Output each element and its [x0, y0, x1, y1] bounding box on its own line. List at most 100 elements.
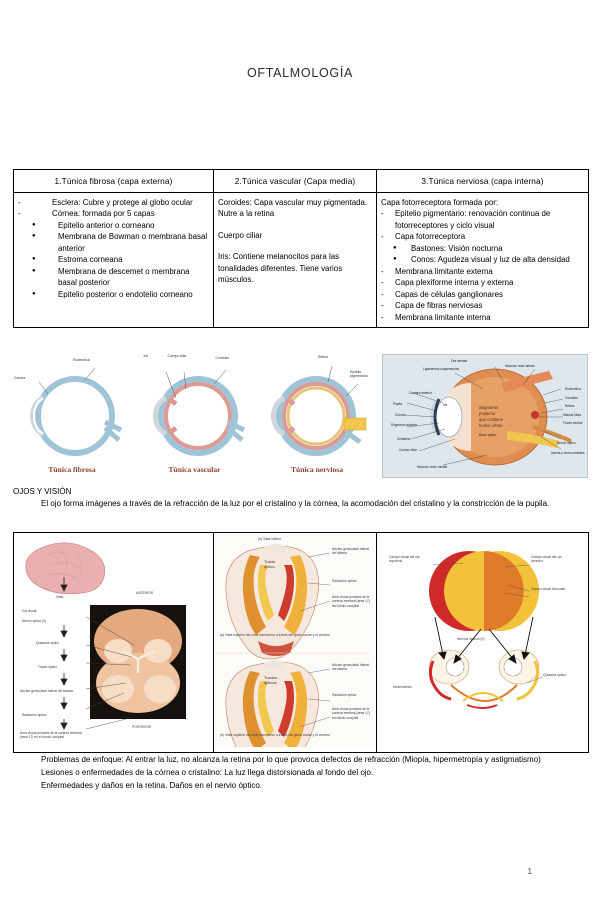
- section-heading-ojos-vision: OJOS Y VISIÓN: [13, 487, 72, 496]
- label-fovea-central: Fóvea central: [563, 421, 583, 425]
- label-radiacion-optica: Radiación óptica: [22, 713, 47, 717]
- list-item: ● Epitelio posterior o endotelio cornean…: [32, 289, 209, 300]
- spacer: [218, 220, 372, 230]
- caption-tunica-vascular: Túnica vascular: [168, 465, 221, 474]
- cell-tunica-fibrosa: - Esclera: Cubre y protege al globo ocul…: [13, 192, 214, 328]
- optic-tracts-illustration: Tracto óptico: [214, 533, 375, 752]
- dash-marker: -: [381, 266, 384, 276]
- label-musculo-recto-lateral: Músculo recto lateral: [505, 364, 535, 368]
- label-quiasma-optico: Quiasma óptico: [36, 641, 59, 645]
- figure-visual-fields: Campo visual del ojo izquierdo Campo vis…: [377, 533, 588, 752]
- list-item-text: Esclera: Cubre y protege al globo ocular: [52, 198, 193, 207]
- list-item-text: Córnea: formada por 5 capas: [52, 209, 155, 219]
- tunica-nerviosa-illustration: [271, 365, 367, 456]
- label-campo-visual-derecho: Campo visual del ojo derecho: [531, 555, 562, 564]
- bullet-icon: ●: [32, 221, 36, 228]
- label-cuerpo-ciliar: Cuerpo ciliar: [399, 448, 417, 452]
- note-line-2: Lesiones o enfermedades de la córnea o c…: [41, 767, 374, 777]
- caption-tunica-fibrosa: Túnica fibrosa: [48, 465, 96, 474]
- list-item-text: Membrana de descemet o membrana basal po…: [58, 266, 190, 288]
- bullet-icon: ●: [32, 256, 36, 263]
- label-tracto-optico: Tracto óptico: [38, 665, 57, 669]
- list-item-text: Epitelio pigmentario: renovación continu…: [395, 209, 551, 230]
- label-quiasma-optico: Quiasma óptico: [543, 673, 566, 677]
- figure-tunica-vascular: Iris Cuerpo ciliar Coroides Túnica vascu…: [136, 354, 254, 480]
- label-epitelio-pigmentario: Epitelio pigmentario: [350, 370, 368, 378]
- list-item-text: Capa fotorreceptora: [395, 232, 466, 242]
- list-item: - Membrana limitante externa: [381, 266, 584, 277]
- bullet-icon: ●: [32, 290, 36, 297]
- label-arteria-vena: Arteria y vena centrales: [551, 451, 585, 455]
- label-vista-inferior: (a) Vista inferior: [258, 537, 282, 541]
- tunica-vascular-illustration: [152, 369, 245, 456]
- bullet-icon: ●: [32, 267, 36, 274]
- label-cuerpo-ciliar: Cuerpo ciliar: [167, 354, 187, 358]
- dash-marker: -: [381, 209, 384, 219]
- label-nucleo-geniculado: Núcleo geniculado lateral del tálamo: [20, 689, 74, 693]
- section-paragraph-ojos-vision: El ojo forma imágenes a través de la ref…: [41, 499, 550, 509]
- label-nucleo-geniculado-a: Núcleo geniculado lateral del tálamo: [332, 547, 370, 556]
- label-retina: Retina: [565, 404, 575, 408]
- spacer: [218, 241, 372, 251]
- page-title: OFTALMOLOGÍA: [246, 66, 354, 80]
- cell-tunica-nerviosa: Capa fotorreceptora formada por: - Epite…: [376, 192, 589, 328]
- label-anterior: ANTERIOR: [136, 591, 154, 595]
- bullet-icon: ●: [393, 256, 397, 263]
- label-coroides: Coroides: [565, 396, 578, 400]
- brain-illustration: [25, 542, 186, 730]
- label-iris: Iris: [143, 354, 149, 358]
- list-item: ● Membrana de Bowman o membrana basal an…: [32, 231, 209, 254]
- caption-panel-b: (b) Vista superior del corte transverso …: [220, 733, 330, 737]
- figure-eye-anatomy: Segmento posterior que contiene humor ví…: [382, 354, 588, 478]
- list-item: - Capa plexiforme interna y externa: [381, 277, 584, 288]
- label-camara-anterior: Cámara anterior: [409, 391, 433, 395]
- tunic-diagram-group: Córnea Esclerótica Túnica fibrosa: [13, 354, 376, 480]
- table-body-row: - Esclera: Cubre y protege al globo ocul…: [13, 192, 589, 328]
- label-radiacion-optica-a: Radiación óptica: [332, 579, 357, 583]
- list-item: - Córnea: formada por 5 capas: [18, 208, 209, 219]
- visual-pathway-table: Vista Vía visual: Nervio óptico (II) Qui…: [13, 532, 589, 753]
- label-cornea: Córnea: [395, 413, 406, 417]
- svg-text:humor vítreo: humor vítreo: [479, 423, 503, 428]
- table-header-nerviosa: 3.Túnica nerviosa (capa interna): [376, 169, 589, 193]
- list-item: - Esclera: Cubre y protege al globo ocul…: [18, 197, 209, 208]
- tunica-fibrosa-illustration: [30, 367, 123, 456]
- figure-optic-tracts: Tracto óptico: [214, 533, 376, 752]
- paragraph-coroides: Coroides: Capa vascular muy pigmentada. …: [218, 198, 368, 219]
- document-page: OFTALMOLOGÍA 1.Túnica fibrosa (capa exte…: [0, 66, 600, 914]
- list-item-text: Membrana limitante externa: [395, 266, 493, 276]
- label-ora-serrata: Ora serrata: [451, 359, 468, 363]
- list-item-text: Membrana limitante interna: [395, 312, 491, 322]
- label-disco-optico: Disco óptico: [479, 433, 497, 437]
- label-via-visual: Vía visual:: [22, 609, 38, 613]
- list-item-text: Conos: Agudeza visual y luz de alta dens…: [411, 255, 570, 265]
- svg-text:óptico: óptico: [264, 564, 275, 569]
- cell-brain-pathway: Vista Vía visual: Nervio óptico (II) Qui…: [13, 532, 214, 753]
- paragraph-iris: Iris: Contiene melanocitos para las tona…: [218, 252, 343, 285]
- note-line-3: Enfermedades y daños en la retina. Daños…: [41, 780, 263, 790]
- label-musculo-recto-medial: Músculo recto medial: [417, 465, 448, 469]
- list-item: - Capas de células ganglionares: [381, 289, 584, 300]
- paragraph-cuerpo-ciliar: Cuerpo ciliar: [218, 230, 263, 240]
- list-item-text: Epitelio posterior o endotelio corneano: [58, 289, 193, 299]
- table-header-vascular: 2.Túnica vascular (Capa media): [213, 169, 377, 193]
- list-item-text: Estroma corneana: [58, 255, 123, 265]
- caption-panel-a: (a) Vista superior del corte transverso …: [220, 633, 330, 637]
- dash-marker: -: [381, 289, 384, 299]
- ojos-vision-section: OJOS Y VISIÓN El ojo forma imágenes a tr…: [13, 486, 588, 511]
- list-item-text: Bastones: Visión nocturna: [411, 243, 503, 253]
- label-area-visual-b: Área visual primaria de la corteza cereb…: [332, 707, 370, 720]
- cell-optic-tracts: Tracto óptico: [213, 532, 377, 753]
- label-iris: Iris: [443, 403, 448, 407]
- label-esclerotica: Esclerótica: [565, 387, 581, 391]
- figure-tunica-nerviosa: Retina Epitelio pigmentario Túnica nervi…: [258, 354, 376, 480]
- label-nervio-optico: Nervio óptico: [557, 441, 576, 445]
- svg-text:Tractos: Tractos: [264, 675, 277, 680]
- label-vista: Vista: [56, 595, 64, 599]
- cell-visual-fields: Campo visual del ojo izquierdo Campo vis…: [376, 532, 589, 753]
- list-item: - Membrana limitante interna: [381, 312, 584, 323]
- label-campo-visual-izquierdo: Campo visual del ojo izquierdo: [389, 555, 420, 564]
- dash-marker: -: [381, 278, 384, 288]
- label-posterior: POSTERIOR: [132, 725, 152, 729]
- list-item-text: Capa de fibras nerviosas: [395, 301, 483, 311]
